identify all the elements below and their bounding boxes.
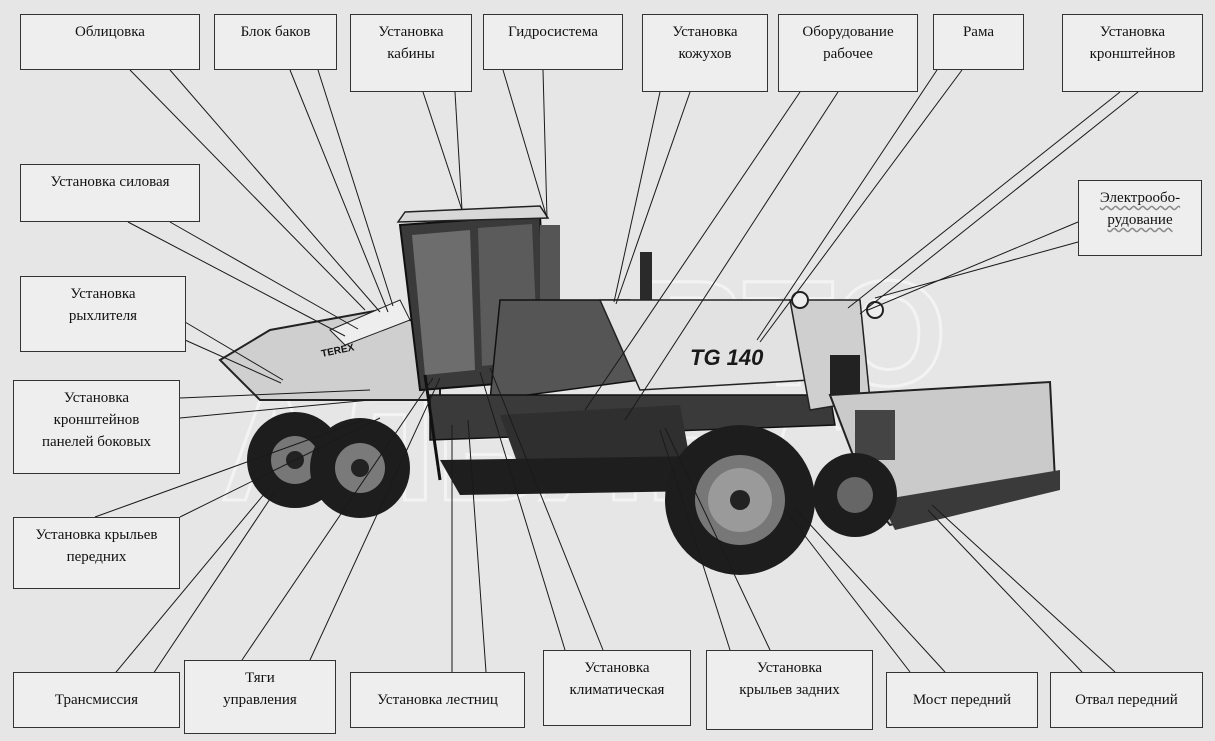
label-ustanovka-rykhlitelya[interactable]: Установка рыхлителя (20, 276, 186, 352)
leader-most-b (794, 507, 946, 673)
leader-otval-a (927, 509, 1083, 673)
label-ustanovka-kabiny[interactable]: Установка кабины (350, 14, 472, 92)
leader-elektro-b (874, 241, 1079, 299)
leader-silovaya-b (169, 221, 359, 330)
leader-oborud-b (624, 91, 839, 421)
leader-lines (94, 69, 1139, 684)
label-gidrosistema[interactable]: Гидросистема (483, 14, 623, 70)
leader-rykhl-b (184, 339, 282, 384)
cab-window-left (412, 230, 475, 375)
label-blok-bakov[interactable]: Блок баков (214, 14, 337, 70)
leader-kronsht-a (847, 91, 1121, 309)
leader-oblitsovka-b (169, 69, 381, 313)
label-otval-peredniy[interactable]: Отвал передний (1050, 672, 1203, 728)
leader-otval-b (931, 504, 1116, 673)
label-ustanovka-silovaya[interactable]: Установка силовая (20, 164, 200, 222)
leader-kabina-b (454, 91, 463, 211)
model-label: TG 140 (690, 345, 764, 370)
leader-most-a (784, 509, 911, 673)
rear-wheel-2 (310, 418, 410, 518)
leader-tyagi-a (241, 377, 434, 661)
leader-blok-bakov-a (289, 69, 389, 313)
leader-kozhukhi-b (615, 91, 691, 305)
hydraulic-tank (540, 225, 560, 315)
label-ustanovka-krylev-perednikh[interactable]: Установка крыльев передних (13, 517, 180, 589)
leader-gidro-a (502, 69, 548, 219)
leader-gidro-b (542, 69, 548, 219)
label-tyagi-upravleniya[interactable]: Тяги управления (184, 660, 336, 734)
leader-kabina-a (422, 91, 463, 211)
front-box (830, 355, 860, 395)
label-elektrooborudovanie[interactable]: Электрообо- рудование (1078, 180, 1202, 256)
label-most-peredniy[interactable]: Мост передний (886, 672, 1038, 728)
leader-rama-b (759, 69, 963, 343)
leader-klimat-a (479, 371, 566, 651)
leader-krylya-zad-a (659, 429, 731, 651)
leader-lestnitsy-b (467, 419, 487, 673)
leader-transm-b (146, 489, 277, 684)
blade-cylinder (855, 410, 895, 460)
label-rama[interactable]: Рама (933, 14, 1024, 70)
front-blade-edge (880, 470, 1060, 530)
leader-paneli-a (179, 389, 371, 399)
leader-krylya-pered-b (179, 417, 381, 518)
label-oborudovanie-rabochee[interactable]: Оборудование рабочее (778, 14, 918, 92)
leader-krylya-zad-b (664, 427, 771, 651)
circle-drive (500, 405, 690, 470)
leader-paneli-b (179, 399, 371, 419)
leader-kronsht-b (859, 91, 1139, 315)
leader-tyagi-b (309, 377, 441, 661)
leader-krylya-pered-a (94, 419, 364, 518)
leader-klimat-b (489, 367, 604, 651)
label-ustanovka-kronshteynov[interactable]: Установка кронштейнов (1062, 14, 1203, 92)
hood-top (329, 299, 411, 346)
label-ustanovka-kronshteynov-paneley[interactable]: Установка кронштейнов панелей боковых (13, 380, 180, 474)
leader-transm-a (106, 486, 271, 684)
label-ustanovka-lestnits[interactable]: Установка лестниц (350, 672, 525, 728)
label-ustanovka-kozhukhov[interactable]: Установка кожухов (642, 14, 768, 92)
label-ustanovka-klimaticheskaya[interactable]: Установка климатическая (543, 650, 691, 726)
leader-rama-a (756, 69, 938, 341)
leader-silovaya-a (127, 221, 346, 337)
label-transmissiya[interactable]: Трансмиссия (13, 672, 180, 728)
leader-blok-bakov-b (317, 69, 394, 307)
ladder (423, 374, 442, 481)
leader-oblitsovka-a (129, 69, 366, 311)
headlight-left (791, 291, 809, 309)
leader-oborud-a (584, 91, 801, 411)
leader-elektro-a (867, 221, 1079, 311)
front-wheel-left (665, 425, 815, 575)
label-ustanovka-krylev-zadnikh[interactable]: Установка крыльев задних (706, 650, 873, 730)
front-wheel-right (813, 453, 897, 537)
leader-kozhukhi-a (613, 91, 661, 303)
grader-body: TEREX TG 140 (218, 205, 1060, 575)
leader-rykhl-a (184, 321, 284, 381)
label-oblitsovka[interactable]: Облицовка (20, 14, 200, 70)
cab-roof (396, 205, 550, 223)
